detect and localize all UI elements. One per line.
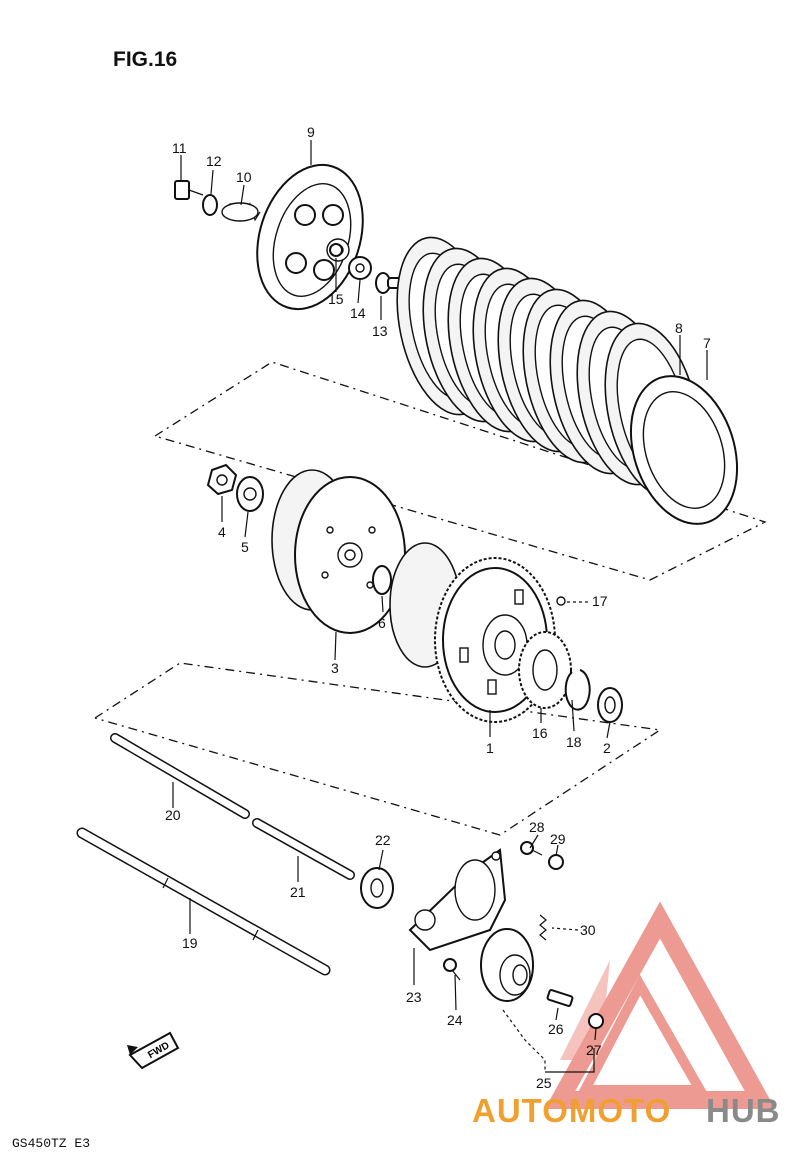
hub-nut [206, 463, 238, 496]
adjusting-screw [546, 989, 574, 1007]
pressure-plate [256, 163, 364, 311]
callout-23: 23 [406, 989, 422, 1005]
screw-24 [443, 958, 461, 981]
callout-8: 8 [675, 320, 683, 336]
release-bearing [348, 256, 372, 280]
callout-21: 21 [290, 884, 306, 900]
oil-pump-drive-gear [518, 631, 572, 709]
callout-28: 28 [529, 819, 545, 835]
callout-4: 4 [218, 524, 226, 540]
callout-7: 7 [703, 335, 711, 351]
countershaft-19 [76, 827, 331, 976]
model-code: GS450TZ E3 [12, 1136, 90, 1151]
callout-10: 10 [236, 169, 252, 185]
thrust-washer-6 [372, 565, 392, 595]
callout-20: 20 [165, 807, 181, 823]
callout-14: 14 [350, 305, 366, 321]
group-outline-upper [154, 361, 767, 581]
callout-27: 27 [586, 1042, 602, 1058]
spring-washer [202, 194, 218, 216]
return-spring [539, 914, 547, 941]
callout-18: 18 [566, 734, 582, 750]
callout-17: 17 [592, 593, 608, 609]
callout-9: 9 [307, 124, 315, 140]
callout-29: 29 [550, 831, 566, 847]
callout-3: 3 [331, 660, 339, 676]
release-housing [480, 928, 534, 1002]
watermark-part1: AUTOMOTO [472, 1092, 671, 1129]
washer-29 [548, 854, 564, 870]
clutch-spring-bolt [174, 180, 204, 200]
group-outline-lower [94, 662, 662, 836]
watermark-part2: HUB [706, 1092, 781, 1129]
callout-11: 11 [172, 140, 187, 156]
callout-19: 19 [182, 935, 198, 951]
thrust-washer-15 [329, 243, 343, 257]
pin-17 [556, 596, 566, 606]
callout-25: 25 [536, 1075, 552, 1091]
figure-title: FIG.16 [113, 48, 177, 71]
clutch-push-rod-21 [252, 818, 355, 880]
callout-2: 2 [603, 740, 611, 756]
watermark-text: AUTOMOTO HUB [472, 1092, 781, 1129]
callout-13: 13 [372, 323, 388, 339]
callout-1: 1 [486, 740, 494, 756]
forward-arrow: FWD [127, 1031, 180, 1070]
callout-15: 15 [328, 291, 344, 307]
callout-30: 30 [580, 922, 596, 938]
circlip [564, 669, 591, 711]
screw-28 [520, 841, 543, 856]
callout-26: 26 [548, 1021, 564, 1037]
lock-nut-27 [588, 1013, 604, 1029]
clutch-plate-stack [396, 236, 739, 525]
callout-24: 24 [447, 1012, 463, 1028]
clutch-spring [221, 201, 261, 223]
release-gasket [408, 848, 507, 952]
callout-22: 22 [375, 832, 391, 848]
lock-washer [236, 476, 264, 512]
callout-12: 12 [206, 153, 222, 169]
clutch-sleeve-hub [271, 469, 406, 634]
thrust-washer-2 [597, 687, 623, 723]
callout-16: 16 [532, 725, 548, 741]
leader-lines [172, 140, 708, 1073]
watermark-logo [544, 901, 776, 1109]
callout-6: 6 [378, 615, 386, 631]
callout-5: 5 [241, 539, 249, 555]
clutch-push-rod-20 [110, 733, 250, 819]
oil-seal-22 [360, 867, 394, 909]
